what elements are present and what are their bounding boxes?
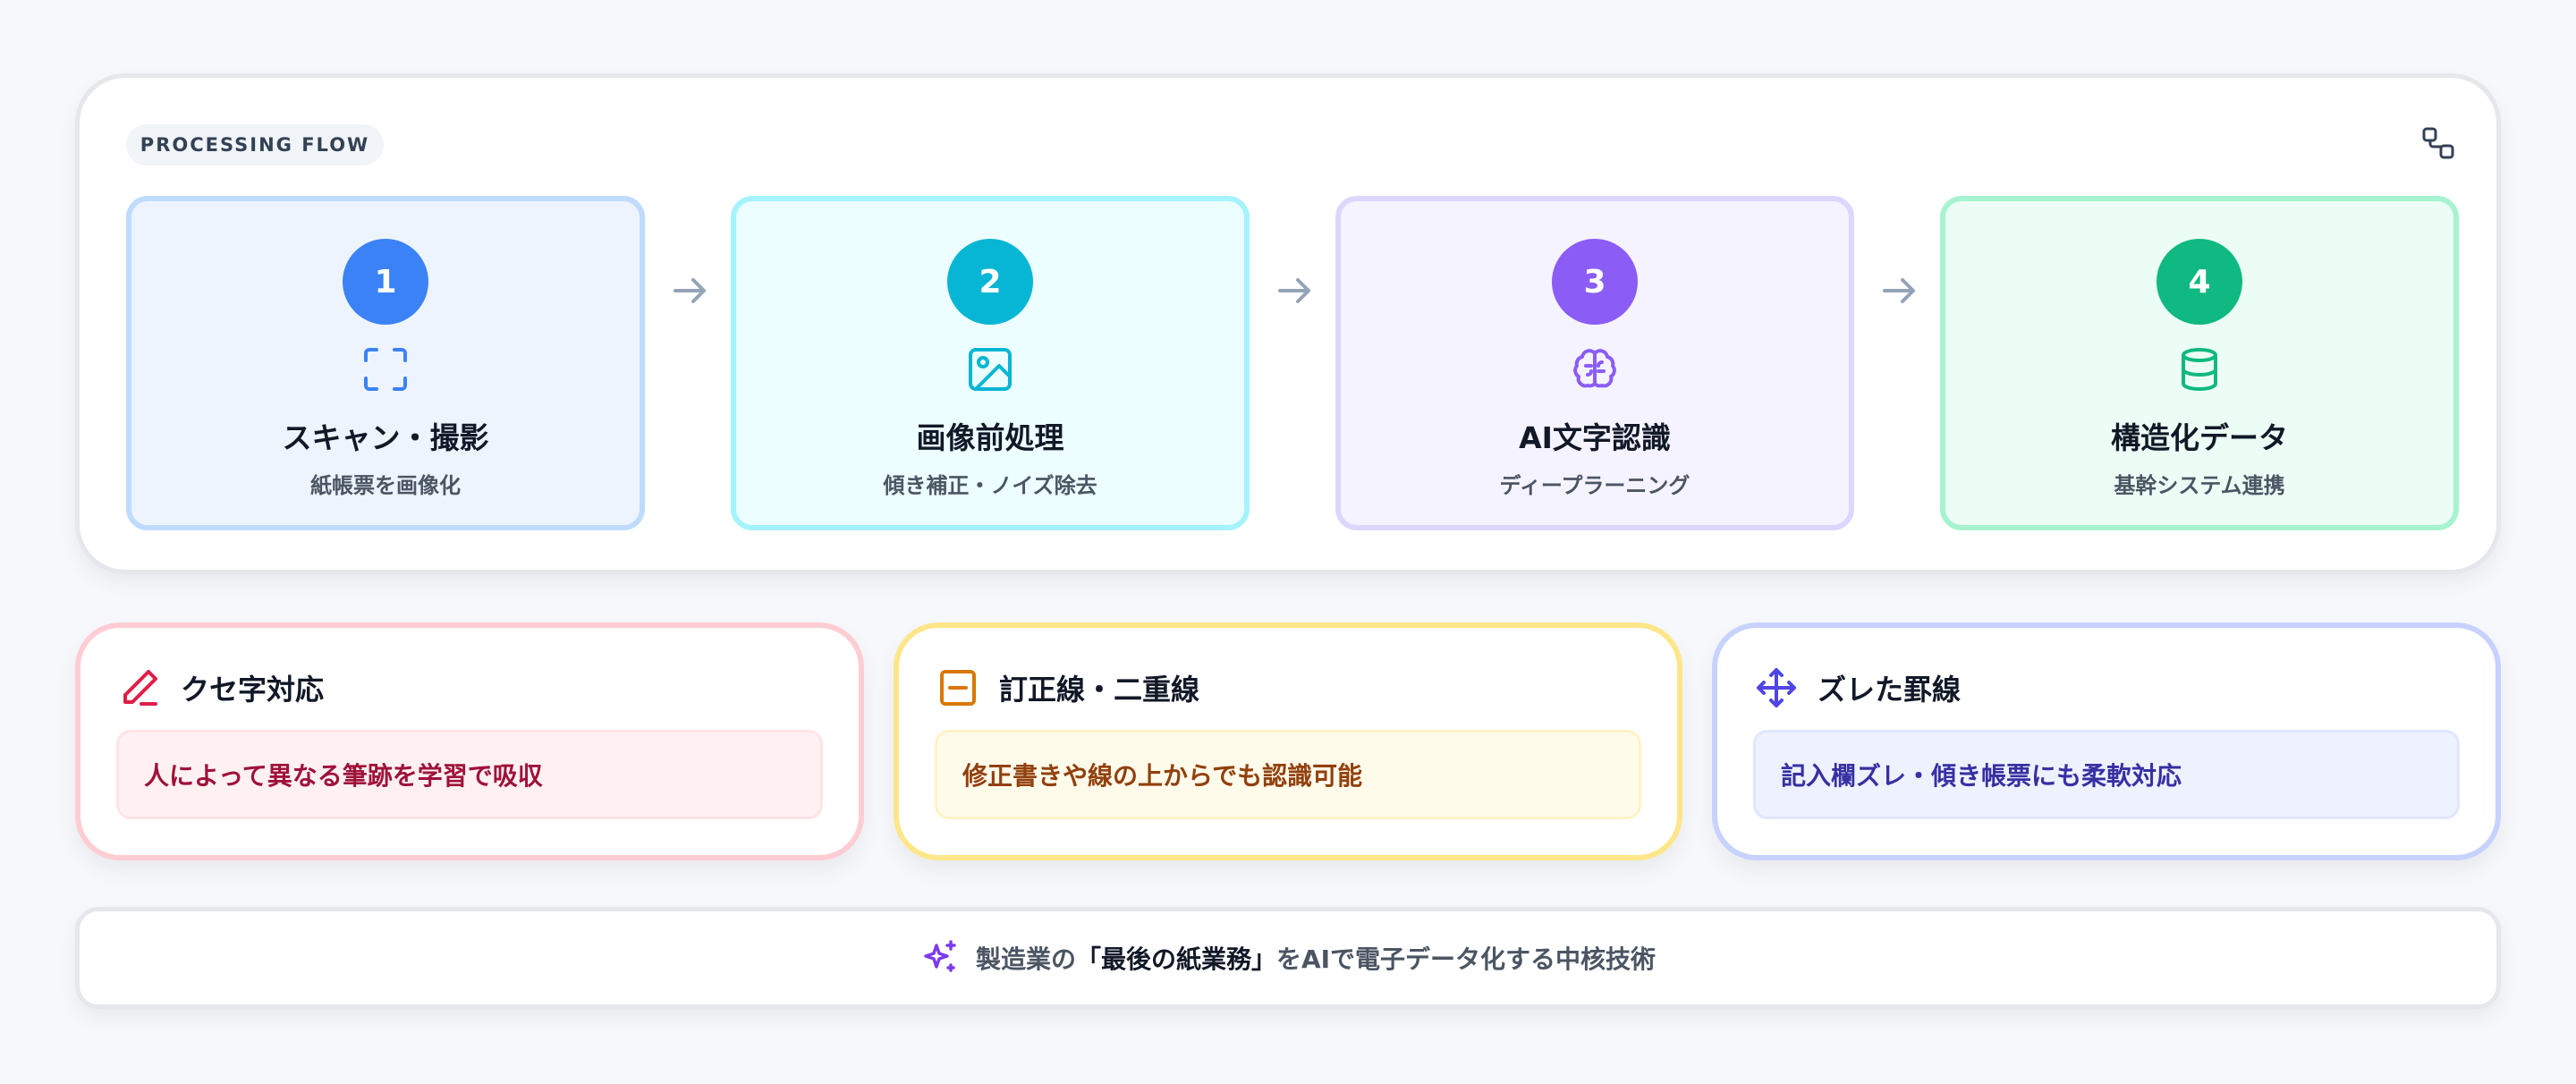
summary-emphasis: 「最後の紙業務」 bbox=[1075, 944, 1276, 974]
feature-title: 訂正線・二重線 bbox=[999, 673, 1200, 707]
feature-description: 人によって異なる筆跡を学習で吸収 bbox=[116, 730, 823, 819]
move-icon bbox=[1757, 668, 1796, 707]
summary-footer: 製造業の「最後の紙業務」をAIで電子データ化する中核技術 bbox=[75, 907, 2501, 1009]
step-card-ai-ocr: 3 AI文字認識 ディープラーニング bbox=[1335, 196, 1854, 530]
feature-title: クセ字対応 bbox=[181, 673, 325, 707]
step-card-scan: 1 スキャン・撮影 紙帳票を画像化 bbox=[126, 196, 645, 530]
pen-icon bbox=[123, 670, 157, 706]
step-subtitle: 基幹システム連携 bbox=[2114, 473, 2285, 498]
step-title: AI文字認識 bbox=[1519, 420, 1671, 455]
step-number-badge: 2 bbox=[947, 239, 1033, 325]
image-icon bbox=[969, 348, 1012, 391]
feature-description: 修正書きや線の上からでも認識可能 bbox=[935, 730, 1641, 819]
sparkles-icon bbox=[924, 940, 956, 972]
step-title: スキャン・撮影 bbox=[282, 420, 489, 455]
step-subtitle: 傾き補正・ノイズ除去 bbox=[883, 473, 1097, 498]
step-number-badge: 1 bbox=[343, 239, 428, 325]
summary-prefix: 製造業の bbox=[975, 944, 1076, 974]
feature-card-correction-lines: 訂正線・二重線 修正書きや線の上からでも認識可能 bbox=[894, 622, 1682, 860]
feature-title: ズレた罫線 bbox=[1818, 673, 1962, 707]
arrow-right-icon bbox=[1883, 278, 1915, 303]
step-title: 画像前処理 bbox=[916, 420, 1064, 455]
step-subtitle: ディープラーニング bbox=[1499, 473, 1690, 498]
processing-flow-panel: PROCESSING FLOW 1 スキャン・撮影 紙帳票を画像化 2 画像前処… bbox=[75, 73, 2501, 574]
step-number-badge: 3 bbox=[1552, 239, 1638, 325]
feature-card-misaligned-lines: ズレた罫線 記入欄ズレ・傾き帳票にも柔軟対応 bbox=[1712, 622, 2501, 860]
arrow-right-icon bbox=[674, 278, 706, 303]
database-icon bbox=[2182, 348, 2217, 392]
feature-description: 記入欄ズレ・傾き帳票にも柔軟対応 bbox=[1753, 730, 2460, 819]
step-number-badge: 4 bbox=[2157, 239, 2242, 325]
processing-flow-label: PROCESSING FLOW bbox=[126, 124, 384, 165]
brain-icon bbox=[1573, 349, 1616, 388]
step-card-preprocess: 2 画像前処理 傾き補正・ノイズ除去 bbox=[731, 196, 1250, 530]
step-card-structured-data: 4 構造化データ 基幹システム連携 bbox=[1940, 196, 2459, 530]
step-subtitle: 紙帳票を画像化 bbox=[310, 473, 461, 498]
step-title: 構造化データ bbox=[2111, 420, 2288, 455]
arrow-right-icon bbox=[1278, 278, 1310, 303]
summary-suffix: をAIで電子データ化する中核技術 bbox=[1275, 944, 1657, 974]
feature-card-handwriting: クセ字対応 人によって異なる筆跡を学習で吸収 bbox=[75, 622, 864, 860]
scan-frame-icon bbox=[364, 348, 407, 391]
minus-square-icon bbox=[940, 670, 976, 706]
node-toggle-icon[interactable] bbox=[2421, 126, 2455, 160]
